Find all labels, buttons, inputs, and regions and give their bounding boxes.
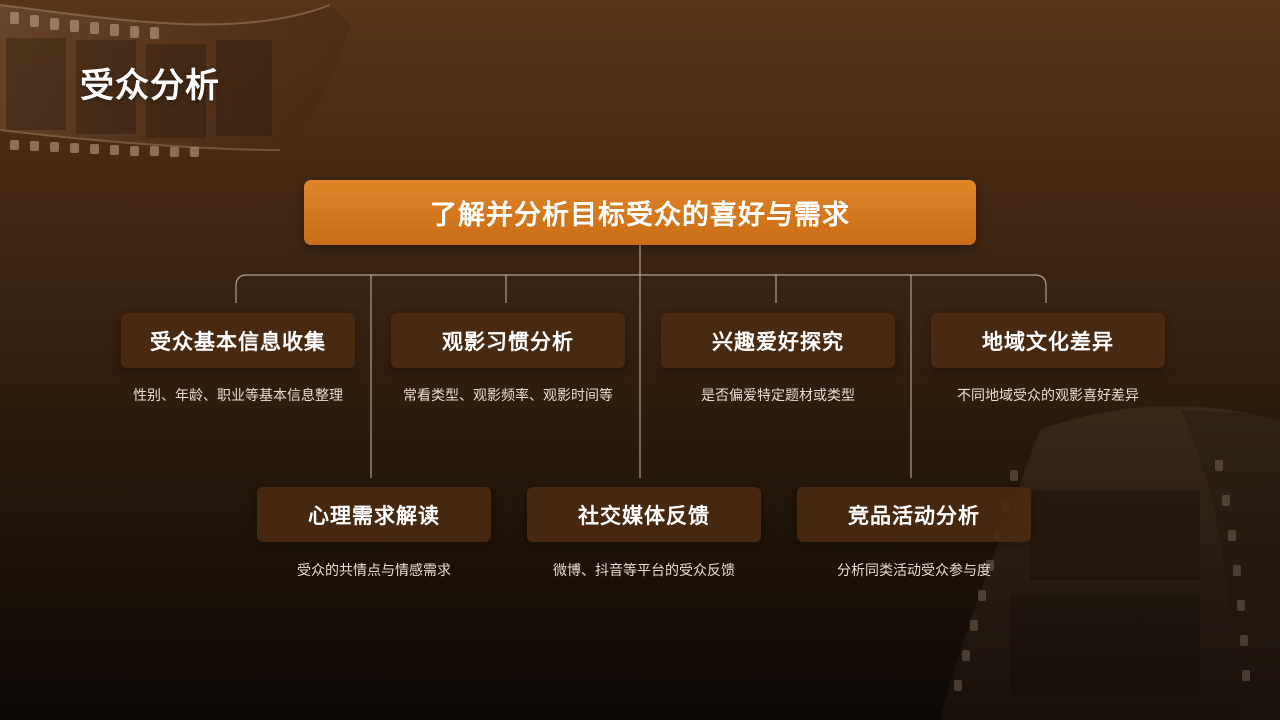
node-viewing-habits: 观影习惯分析 bbox=[391, 313, 625, 368]
node-description: 是否偏爱特定题材或类型 bbox=[701, 388, 855, 404]
node-label: 观影习惯分析 bbox=[442, 329, 574, 354]
node-psychological-needs: 心理需求解读 bbox=[257, 487, 491, 542]
node-description: 微博、抖音等平台的受众反馈 bbox=[553, 563, 735, 579]
node-regional-culture: 地域文化差异 bbox=[931, 313, 1165, 368]
node-description: 不同地域受众的观影喜好差异 bbox=[957, 388, 1139, 404]
film-strip-top-left bbox=[0, 4, 350, 157]
node-label: 兴趣爱好探究 bbox=[712, 329, 844, 354]
node-description: 分析同类活动受众参与度 bbox=[837, 563, 991, 579]
node-description: 常看类型、观影频率、观影时间等 bbox=[403, 388, 613, 404]
connector-branch-bar bbox=[235, 274, 1047, 303]
node-label: 社交媒体反馈 bbox=[578, 503, 710, 528]
slide-title: 受众分析 bbox=[80, 66, 220, 106]
node-label: 地域文化差异 bbox=[982, 329, 1114, 354]
node-interests: 兴趣爱好探究 bbox=[661, 313, 895, 368]
film-strip-bottom-right bbox=[940, 406, 1280, 720]
root-node-label: 了解并分析目标受众的喜好与需求 bbox=[430, 200, 850, 231]
node-label: 受众基本信息收集 bbox=[150, 329, 326, 354]
root-node: 了解并分析目标受众的喜好与需求 bbox=[304, 180, 976, 245]
node-competitor-analysis: 竞品活动分析 bbox=[797, 487, 1031, 542]
node-description: 受众的共情点与情感需求 bbox=[297, 563, 451, 579]
node-label: 竞品活动分析 bbox=[848, 503, 980, 528]
node-social-media-feedback: 社交媒体反馈 bbox=[527, 487, 761, 542]
node-label: 心理需求解读 bbox=[308, 503, 440, 528]
node-description: 性别、年龄、职业等基本信息整理 bbox=[133, 388, 343, 404]
node-audience-basic-info: 受众基本信息收集 bbox=[121, 313, 355, 368]
